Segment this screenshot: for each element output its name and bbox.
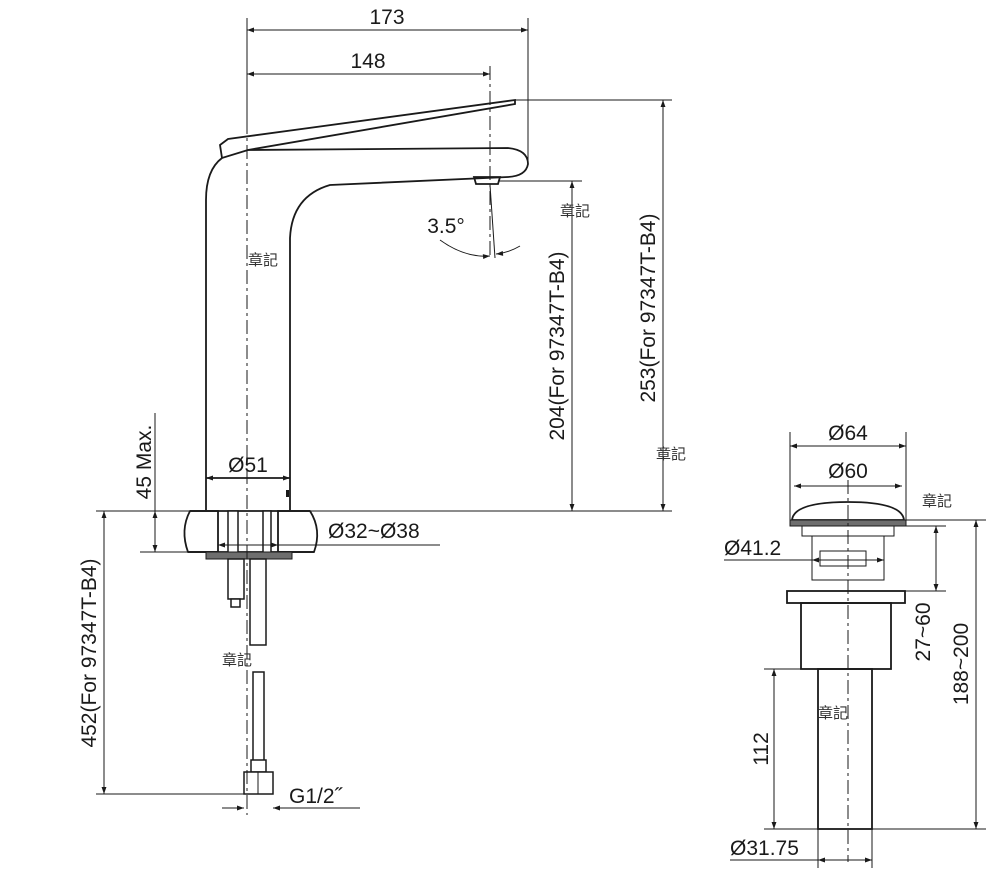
- dim-text-173: 173: [369, 6, 404, 29]
- drain-cap: [790, 501, 906, 521]
- dim-text-253: 253(For 97347T-B4): [637, 213, 660, 402]
- dim-text-hole: Ø32~Ø38: [328, 520, 420, 543]
- dim-text-188-200: 188~200: [950, 623, 973, 705]
- hose-upper: [249, 558, 267, 646]
- dim-drain-total: 188~200: [872, 519, 986, 830]
- dim-drain-cap-outer: Ø64: [789, 422, 907, 520]
- angle-arc-left: [439, 239, 491, 259]
- faucet-body: [205, 98, 529, 510]
- dim-drain-tail: 112: [750, 668, 818, 830]
- dim-connection: G1/2˝: [222, 785, 360, 811]
- dim-text-452: 452(For 97347T-B4): [78, 558, 101, 747]
- dim-173: 173: [246, 6, 529, 160]
- rod-end: [230, 598, 241, 608]
- dim-drain-body: Ø41.2: [724, 537, 884, 563]
- dim-angle: 3.5°: [427, 184, 521, 259]
- hose-ferrule: [250, 759, 267, 773]
- stamp-mark: 章記: [656, 445, 686, 463]
- drain-tailpiece: [817, 668, 873, 830]
- deck-left: [183, 510, 219, 553]
- dim-204: 204(For 97347T-B4): [498, 180, 582, 511]
- dim-text-45: 45 Max.: [133, 425, 156, 500]
- mounting-hardware: [205, 510, 293, 795]
- dim-text-112: 112: [750, 732, 773, 765]
- drain-assembly: [786, 501, 907, 830]
- dim-text-31-75: Ø31.75: [730, 837, 799, 860]
- stamp-mark: 章記: [222, 651, 252, 669]
- angle-line: [489, 184, 496, 259]
- stamp-mark: 章記: [922, 492, 952, 510]
- dim-drain-clamp: 27~60: [905, 525, 946, 662]
- drain-lower-body: [800, 602, 892, 670]
- dim-253: 253(For 97347T-B4): [515, 99, 672, 511]
- dim-text-g12: G1/2˝: [289, 785, 344, 808]
- dim-deck-thickness: 45 Max.: [133, 413, 188, 553]
- stamp-mark: 章記: [248, 251, 278, 269]
- dim-text-41: Ø41.2: [724, 537, 781, 560]
- faucet-front-outline: [247, 147, 529, 510]
- angle-arc-right: [495, 245, 521, 256]
- dim-base-diameter: Ø51: [206, 454, 290, 481]
- dim-text-angle: 3.5°: [427, 215, 465, 238]
- drain-nut: [786, 590, 906, 604]
- dim-text-204: 204(For 97347T-B4): [546, 251, 569, 440]
- stamp-mark: 章記: [560, 202, 590, 220]
- faucet-back-outline: [205, 157, 223, 510]
- dim-text-51: Ø51: [228, 454, 268, 477]
- mounting-nut: [205, 551, 293, 560]
- stamp-mark: 章記: [818, 704, 848, 722]
- dim-452: 452(For 97347T-B4): [78, 511, 246, 795]
- deck-section: [183, 510, 319, 553]
- mounting-stud-left: [227, 510, 239, 556]
- dim-text-148: 148: [350, 50, 385, 73]
- base-screw: [286, 490, 289, 497]
- dim-text-64: Ø64: [828, 422, 868, 445]
- dim-148: 148: [247, 50, 491, 258]
- dim-drain-tail-diameter: Ø31.75: [730, 829, 873, 868]
- deck-right: [277, 510, 319, 553]
- mounting-stud-right: [262, 510, 272, 556]
- dim-text-27-60: 27~60: [912, 603, 935, 662]
- dim-hole-diameter: Ø32~Ø38: [218, 520, 440, 548]
- threaded-rod: [227, 558, 245, 600]
- aerator: [472, 176, 502, 185]
- drain-window: [819, 550, 867, 567]
- hose-lower: [252, 671, 265, 769]
- dim-drain-cap-inner: Ø60: [794, 460, 902, 489]
- dim-text-60: Ø60: [828, 460, 868, 483]
